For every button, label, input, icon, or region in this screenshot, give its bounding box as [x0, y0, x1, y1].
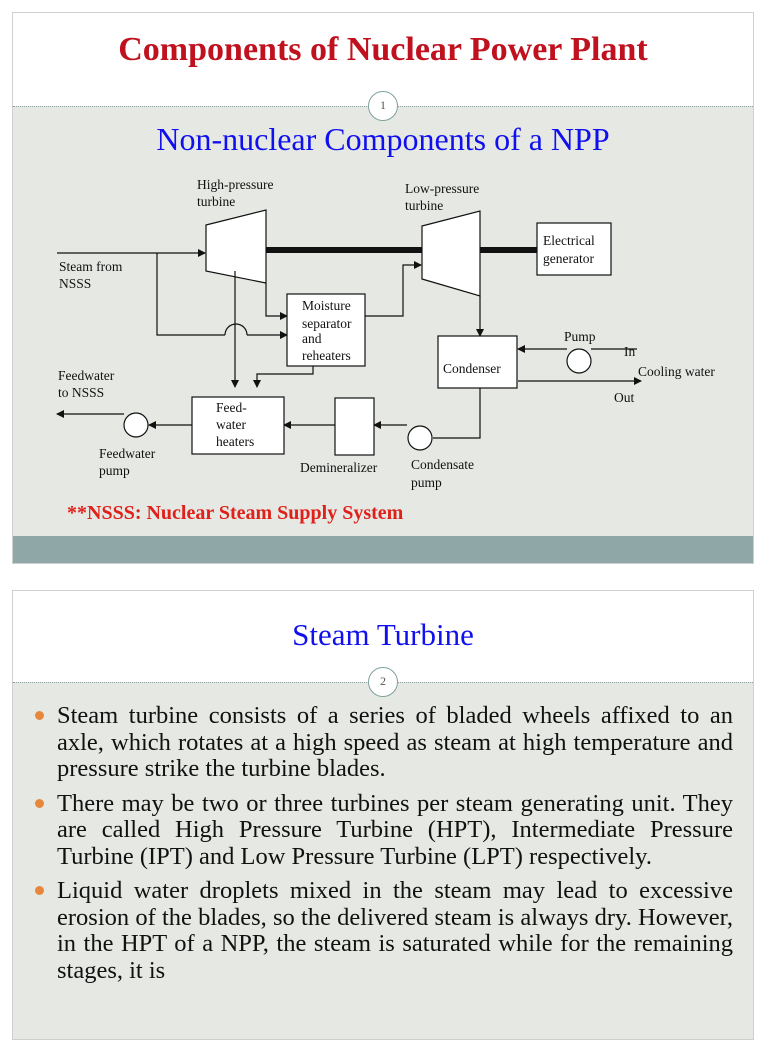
lp-turbine-label-2: turbine — [405, 198, 443, 213]
moisture-label-3: and — [302, 331, 322, 346]
slide-2-title: Steam Turbine — [292, 617, 474, 652]
slide-1: Components of Nuclear Power Plant 1 Non-… — [12, 12, 754, 564]
condenser-box — [437, 335, 518, 389]
steam-label-2: NSSS — [59, 276, 91, 291]
moisture-label-2: separator — [302, 316, 352, 331]
slide-1-header: Components of Nuclear Power Plant — [13, 13, 753, 106]
generator-label-2: generator — [543, 251, 594, 266]
feedwater-heaters-box — [191, 396, 285, 455]
slide-2: Steam Turbine 2 Steam turbine consists o… — [12, 590, 754, 1040]
list-item: Liquid water droplets mixed in the steam… — [35, 877, 733, 984]
demineralizer-label: Demineralizer — [300, 460, 378, 475]
cond-pump-label-2: pump — [411, 475, 442, 490]
slide-1-footer-bar — [13, 536, 753, 563]
bullet-text: Steam turbine consists of a series of bl… — [57, 702, 733, 782]
feedwater-pump-icon — [123, 412, 149, 438]
slide-number-badge: 1 — [368, 91, 398, 121]
slide-number-badge: 2 — [368, 667, 398, 697]
cond-pump-label: Condensate — [411, 457, 474, 472]
slide-1-subtitle: Non-nuclear Components of a NPP — [156, 121, 610, 157]
demineralizer-box — [334, 397, 375, 456]
npp-flow-diagram: High-pressure turbine Low-pressure turbi… — [56, 177, 715, 490]
nsss-footnote: **NSSS: Nuclear Steam Supply System — [67, 502, 404, 524]
feedwater-to-label-2: to NSSS — [58, 385, 104, 400]
heaters-label-2: water — [216, 417, 246, 432]
cooling-water-label: Cooling water — [638, 364, 715, 379]
heaters-label: Feed- — [216, 400, 247, 415]
bullet-text: Liquid water droplets mixed in the steam… — [57, 877, 733, 984]
lp-turbine-shape — [421, 210, 481, 297]
lp-turbine-label: Low-pressure — [405, 181, 479, 196]
cooling-pump-icon — [566, 348, 592, 374]
hp-turbine-label: High-pressure — [197, 177, 273, 192]
list-item: Steam turbine consists of a series of bl… — [35, 702, 733, 783]
list-item: There may be two or three turbines per s… — [35, 789, 733, 871]
bullet-list: Steam turbine consists of a series of bl… — [35, 702, 733, 992]
steam-label: Steam from — [59, 259, 123, 274]
fw-pump-label-2: pump — [99, 463, 130, 478]
bullet-text: There may be two or three turbines per s… — [57, 789, 733, 870]
bullet-icon — [35, 886, 44, 895]
heaters-label-3: heaters — [216, 434, 254, 449]
bullet-icon — [35, 798, 44, 808]
moisture-label: Moisture — [302, 298, 351, 313]
pump-label: Pump — [564, 329, 596, 344]
moisture-label-4: reheaters — [302, 348, 351, 363]
slide-1-title: Components of Nuclear Power Plant — [118, 31, 648, 68]
fw-pump-label: Feedwater — [99, 446, 156, 461]
generator-box — [536, 222, 612, 276]
in-label: In — [624, 344, 635, 359]
out-label: Out — [614, 390, 634, 405]
slide-2-header: Steam Turbine — [13, 591, 753, 682]
generator-label: Electrical — [543, 233, 595, 248]
hp-turbine-label-2: turbine — [197, 194, 235, 209]
condenser-label: Condenser — [443, 361, 501, 376]
hp-turbine-shape — [205, 209, 267, 284]
feedwater-to-label: Feedwater — [58, 368, 115, 383]
bullet-icon — [35, 711, 44, 720]
moisture-separator-box — [286, 293, 366, 367]
condensate-pump-icon — [407, 425, 433, 451]
